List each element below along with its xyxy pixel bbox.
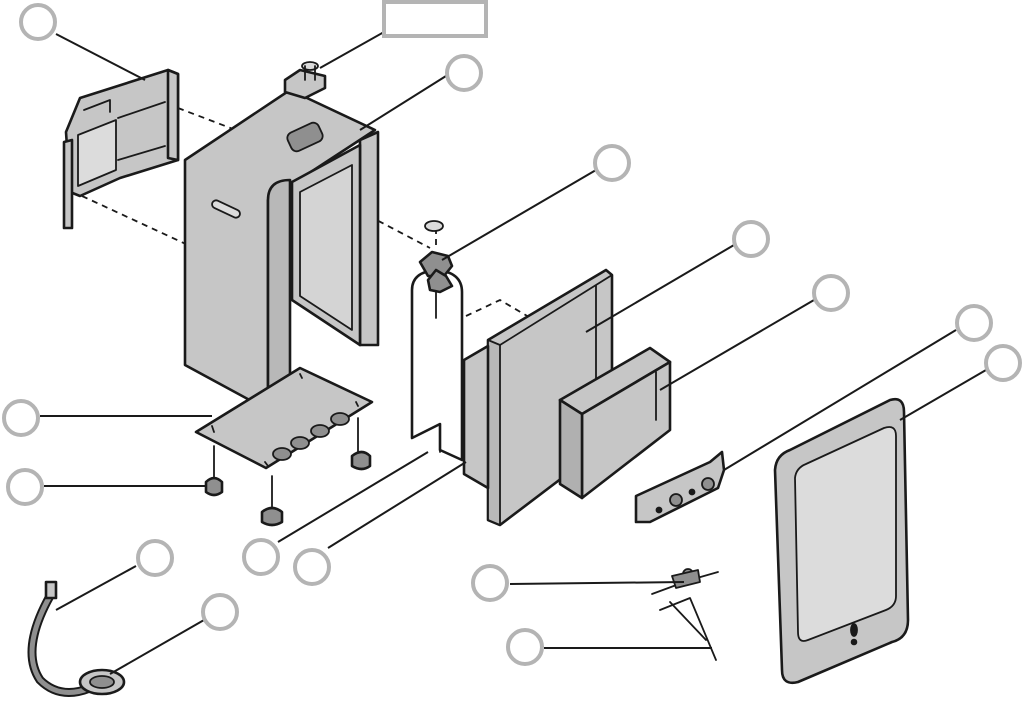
callout-10 [136, 539, 174, 577]
heater-box [558, 346, 672, 500]
leader-lines [40, 31, 987, 675]
callout-12 [293, 548, 331, 586]
callout-14 [471, 564, 509, 602]
callout-8 [2, 399, 40, 437]
front-panel [773, 397, 910, 685]
callout-5 [812, 274, 850, 312]
callout-9 [6, 468, 44, 506]
base-plate [194, 366, 374, 527]
callout-7 [984, 344, 1022, 382]
callout-2 [445, 54, 483, 92]
callout-15 [506, 628, 544, 666]
callout-circles [2, 3, 1022, 666]
callout-13 [201, 593, 239, 631]
callout-6 [955, 304, 993, 342]
mounting-bracket [634, 450, 726, 524]
regulator-hose [27, 580, 126, 697]
callout-11 [242, 538, 280, 576]
callout-3 [593, 144, 631, 182]
rear-cabinet-panel [62, 68, 180, 230]
top-label-box [382, 0, 488, 38]
callout-4 [732, 220, 770, 258]
gas-cylinder [410, 220, 464, 462]
igniter-valve [651, 568, 719, 661]
main-housing [183, 61, 380, 412]
caster-wheels [204, 417, 372, 527]
callout-1 [19, 3, 57, 41]
